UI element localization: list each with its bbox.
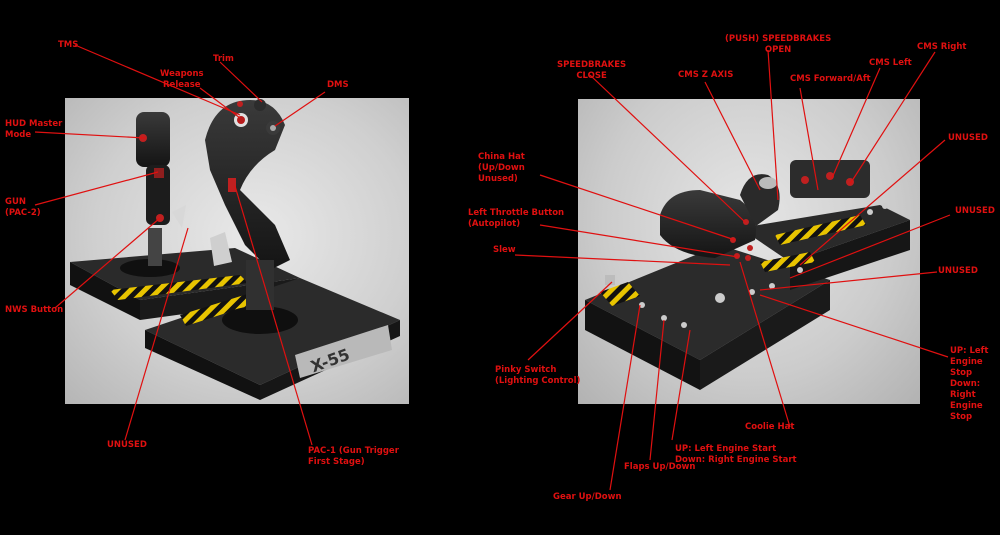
label-gun: GUN (PAC-2) bbox=[5, 197, 41, 218]
label-engine-start: UP: Left Engine Start Down: Right Engine… bbox=[675, 444, 797, 465]
label-unused-right-2: UNUSED bbox=[955, 206, 995, 216]
throttle-unit bbox=[585, 160, 910, 390]
label-push-speedbrakes: (PUSH) SPEEDBRAKES OPEN bbox=[725, 34, 832, 55]
label-unused-right-1: UNUSED bbox=[948, 133, 988, 143]
label-pac1: PAC-1 (Gun Trigger First Stage) bbox=[308, 446, 399, 467]
label-engine-stop: UP: Left Engine Stop Down: Right Engine … bbox=[950, 346, 989, 422]
label-hud-master-mode: HUD Master Mode bbox=[5, 119, 63, 140]
label-trim: Trim bbox=[213, 54, 234, 64]
throttle-base-left bbox=[145, 278, 400, 400]
leader-lines bbox=[34, 44, 951, 491]
label-gear: Gear Up/Down bbox=[553, 492, 622, 502]
label-slew: Slew bbox=[493, 245, 516, 255]
label-unused-left: UNUSED bbox=[107, 440, 147, 450]
label-left-throttle-button: Left Throttle Button (Autopilot) bbox=[468, 208, 565, 229]
label-cms-left: CMS Left bbox=[869, 58, 912, 68]
left-small-stick bbox=[136, 112, 186, 266]
label-china-hat: China Hat (Up/Down Unused) bbox=[478, 152, 525, 184]
label-unused-right-3: UNUSED bbox=[938, 266, 978, 276]
label-cms-forward-aft: CMS Forward/Aft bbox=[790, 74, 871, 84]
label-cms-right: CMS Right bbox=[917, 42, 967, 52]
label-weapons-release: Weapons Release bbox=[160, 69, 204, 90]
label-coolie-hat: Coolie Hat bbox=[745, 422, 795, 432]
label-cms-z-axis: CMS Z AXIS bbox=[678, 70, 734, 80]
label-nws-button: NWS Button bbox=[5, 305, 64, 315]
label-pinky-switch: Pinky Switch (Lighting Control) bbox=[495, 365, 581, 386]
label-flaps: Flaps Up/Down bbox=[624, 462, 696, 472]
label-tms: TMS bbox=[58, 40, 79, 50]
label-speedbrakes-close: SPEEDBRAKES CLOSE bbox=[557, 60, 627, 81]
label-dms: DMS bbox=[327, 80, 349, 90]
